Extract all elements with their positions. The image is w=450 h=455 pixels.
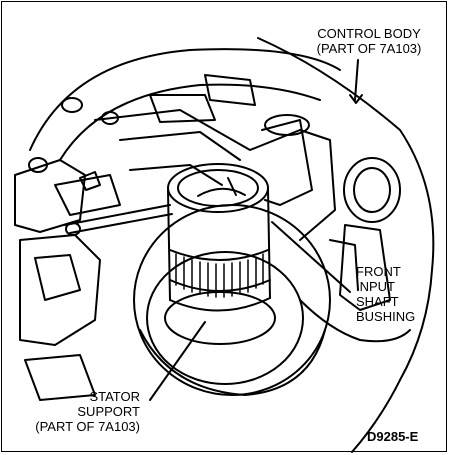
shaft-bottom	[169, 297, 271, 312]
spline-band-bottom	[169, 279, 271, 292]
control-body-slot-2	[204, 74, 256, 106]
valve-channel-left-2	[54, 174, 121, 216]
valve-rod-edge	[69, 213, 173, 234]
housing-inner-rim	[59, 83, 321, 161]
bore-upper-left	[61, 97, 83, 113]
valve-channel-left-5	[24, 354, 96, 401]
right-bore-outer	[343, 157, 401, 223]
shaft-bushing-mark-2	[227, 177, 237, 196]
label-stator-support: STATOR SUPPORT (PART OF 7A103)	[35, 389, 140, 434]
label-control-body: CONTROL BODY (PART OF 7A103)	[316, 26, 422, 56]
control-body-ridge	[119, 131, 241, 161]
control-body-plate	[94, 109, 336, 241]
spline-teeth	[175, 253, 264, 298]
figure-code: D9285-E	[367, 429, 419, 444]
shaft-bushing-mark	[197, 187, 246, 197]
shaft-top-inner	[177, 169, 259, 207]
stator-hub-ring	[164, 291, 276, 345]
outer-housing-arc	[29, 48, 341, 151]
leader-stator	[149, 321, 206, 401]
outer-housing-arc-right	[257, 37, 435, 453]
leader-bushing	[271, 221, 351, 293]
valve-rod-end	[65, 222, 81, 236]
valve-channel-left-4	[34, 254, 81, 301]
bore-upper	[101, 111, 119, 125]
valve-spring	[79, 171, 101, 191]
right-cast-edge	[299, 299, 411, 343]
control-body-slot	[149, 94, 216, 123]
valve-rod	[64, 204, 171, 226]
leader-control-body	[354, 59, 359, 101]
control-body-ridge-2	[129, 164, 223, 186]
right-bore-inner	[353, 167, 391, 213]
shaft-body-left	[167, 189, 171, 301]
servo-cylinder-top	[264, 114, 310, 136]
right-channel-2	[329, 239, 359, 291]
spline-band-top	[169, 249, 269, 261]
shaft-top-outer	[167, 163, 269, 213]
stator-flange-rim	[139, 329, 326, 396]
leader-control-body-tick	[349, 94, 363, 104]
valve-channel-left-1	[14, 159, 86, 233]
valve-channel-left-3	[19, 234, 101, 346]
label-front-input-shaft-bushing: FRONT INPUT SHAFT BUSHING	[356, 264, 416, 324]
servo-cylinder	[261, 119, 313, 206]
stator-flange-inner	[146, 251, 304, 385]
